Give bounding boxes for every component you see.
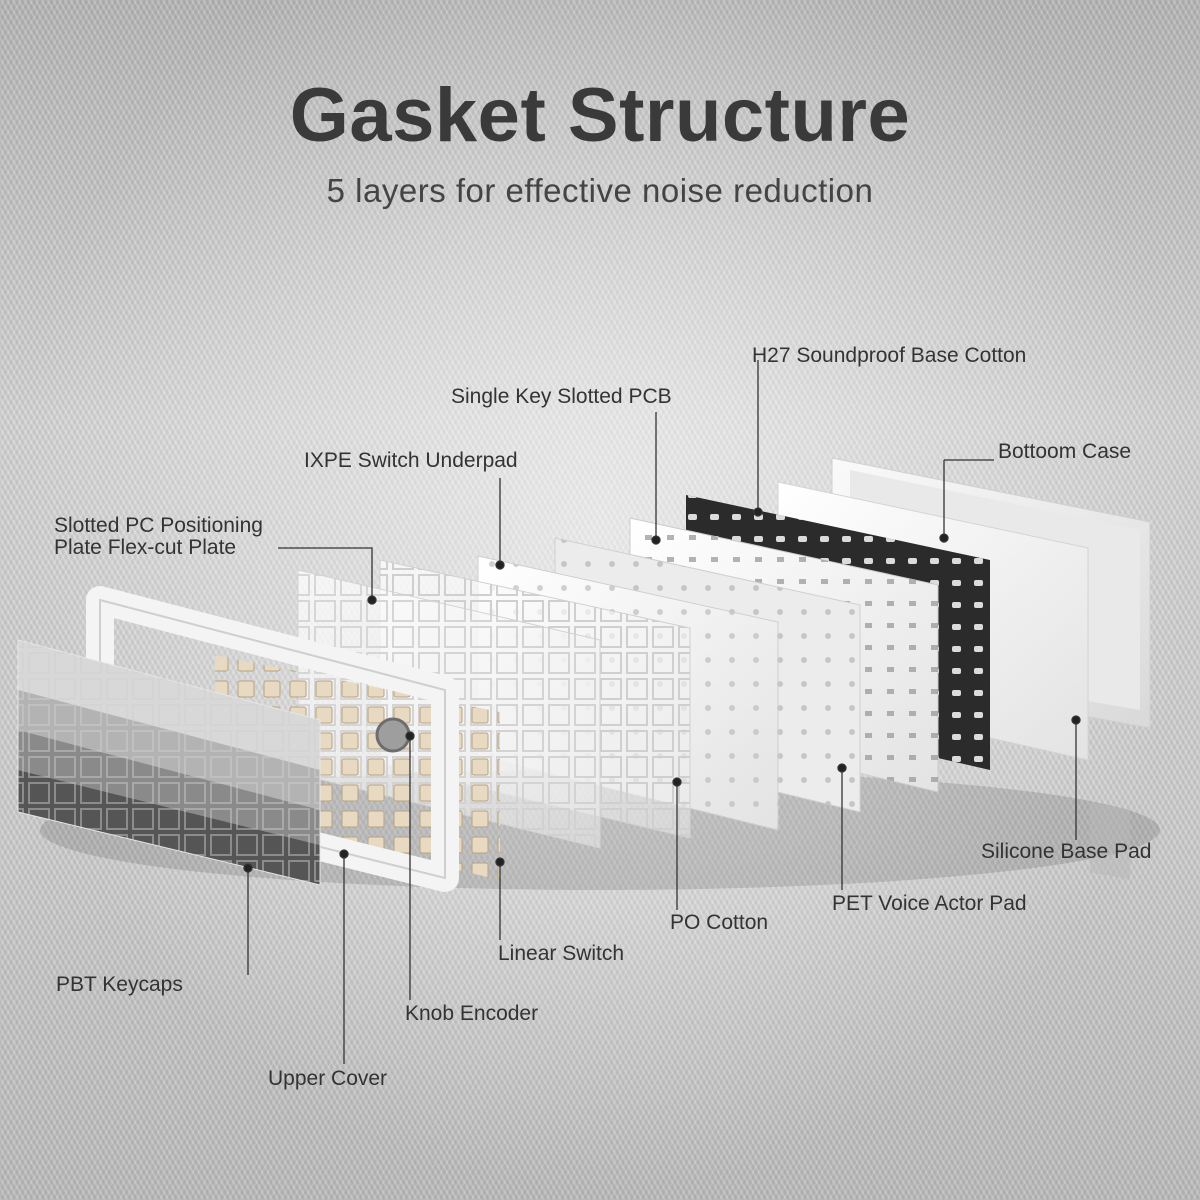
label-knob-encoder: Knob Encoder <box>405 1002 539 1025</box>
label-h27-soundproof-base-cotton: H27 Soundproof Base Cotton <box>752 344 1027 367</box>
label-bottom-case: Bottoom Case <box>998 440 1132 463</box>
label-single-key-slotted-pcb: Single Key Slotted PCB <box>451 385 672 408</box>
label-silicone-base-pad: Silicone Base Pad <box>981 840 1152 863</box>
label-po-cotton: PO Cotton <box>670 911 769 934</box>
label-ixpe-switch-underpad: IXPE Switch Underpad <box>304 449 518 472</box>
keycaps-layer <box>17 639 321 886</box>
label-pbt-keycaps: PBT Keycaps <box>56 973 183 996</box>
knob-encoder-icon <box>375 717 411 753</box>
leader-lines <box>243 360 1081 1064</box>
label-upper-cover: Upper Cover <box>268 1067 388 1090</box>
label-linear-switch: Linear Switch <box>498 942 625 965</box>
label-slotted-pc-line2: Plate Flex-cut Plate <box>54 536 237 559</box>
label-pet-voice-actor-pad: PET Voice Actor Pad <box>832 892 1027 915</box>
diagram-subtitle: 5 layers for effective noise reduction <box>326 172 874 209</box>
label-slotted-pc-line1: Slotted PC Positioning <box>54 514 263 537</box>
diagram-title: Gasket Structure <box>289 73 911 158</box>
